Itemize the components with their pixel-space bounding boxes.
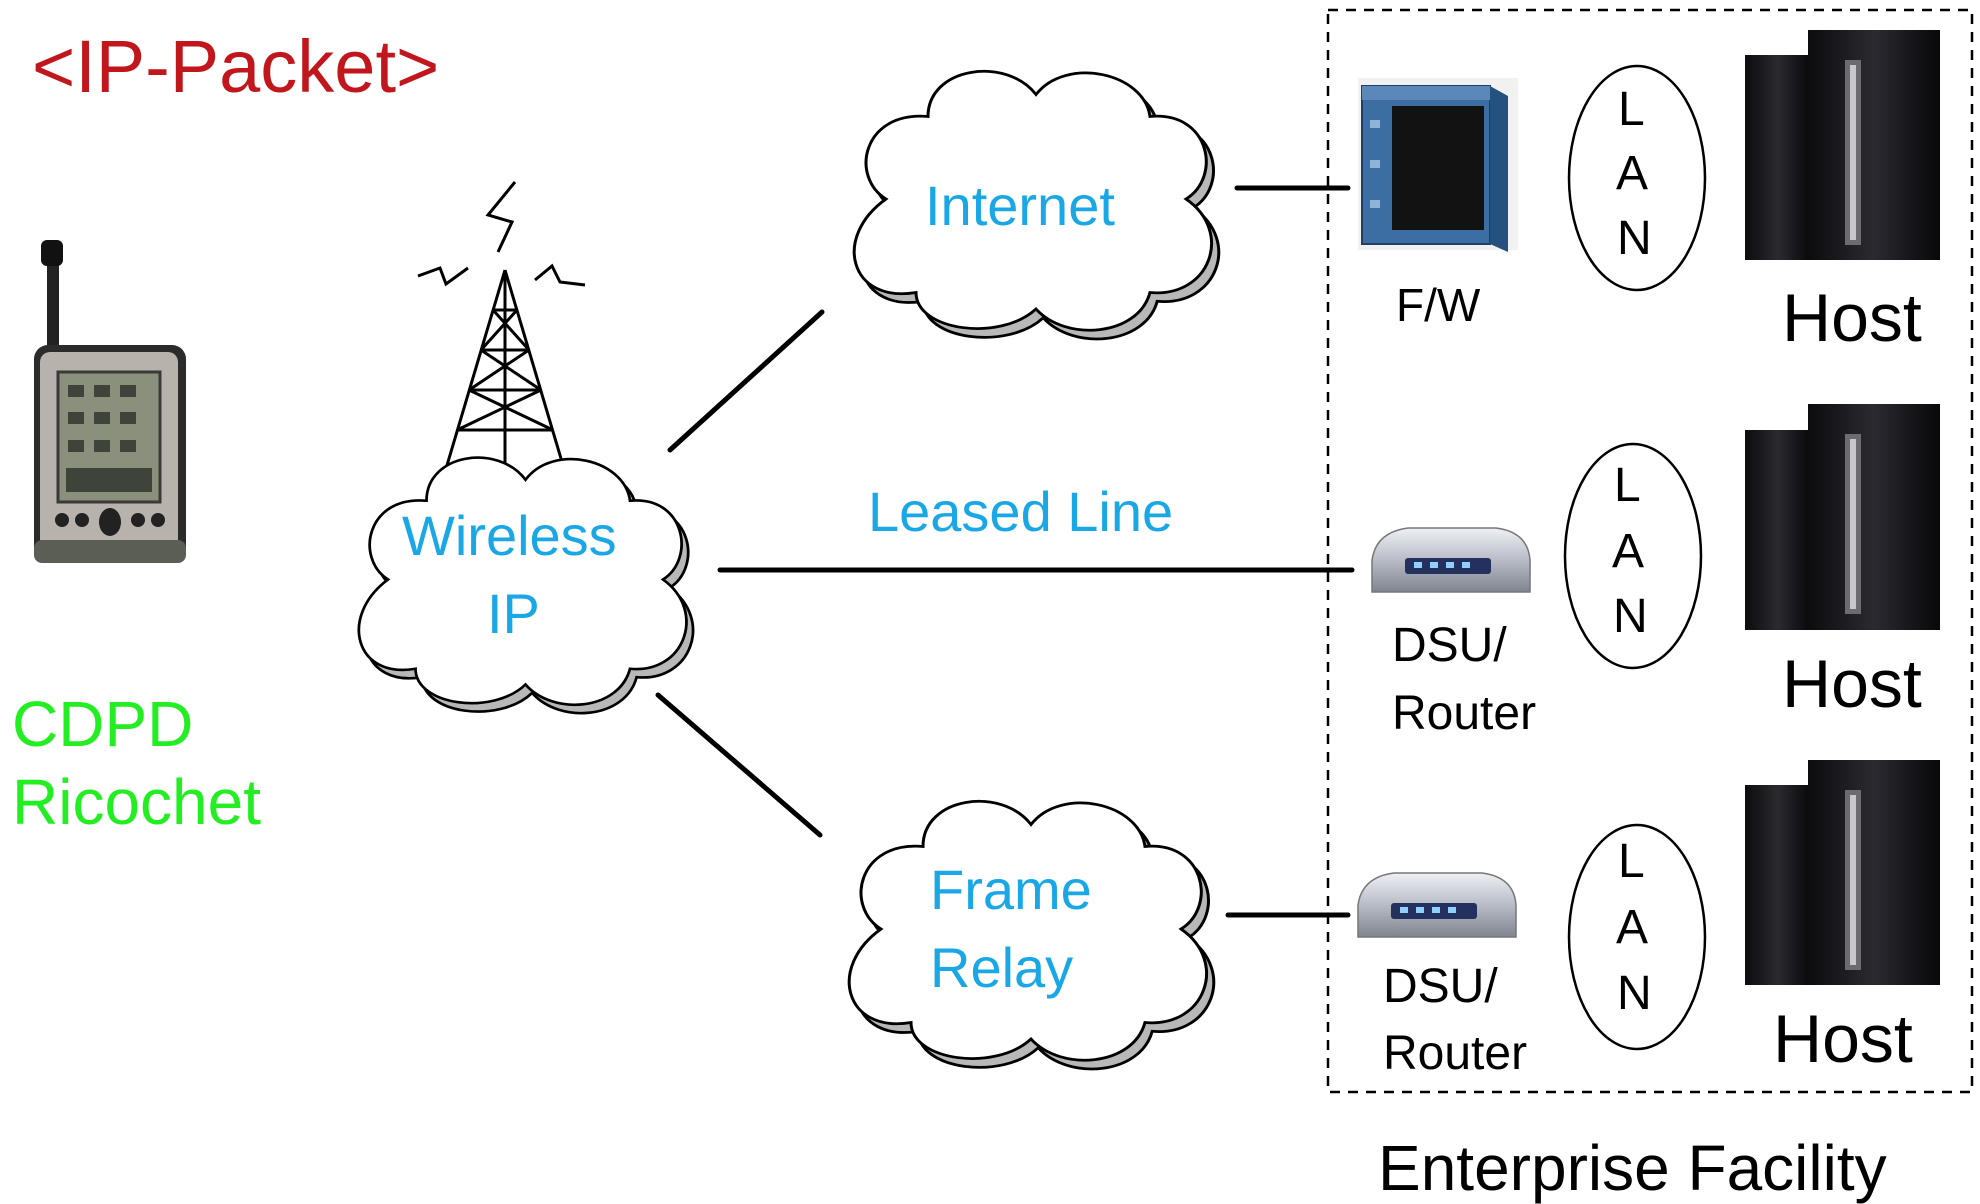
link-wireless-frame-relay [655, 692, 823, 838]
router-label-line2: Router [1383, 1027, 1528, 1080]
device-label-line2: Ricochet [12, 766, 261, 838]
lan-letter: A [1616, 901, 1649, 954]
frame-relay-label-line2: Relay [930, 936, 1074, 999]
host-label: Host [1782, 646, 1922, 722]
router-label-line1: DSU/ [1383, 960, 1498, 1013]
connection-lines [655, 185, 1355, 918]
host-label: Host [1773, 1001, 1913, 1077]
frame-relay-label-line1: Frame [930, 858, 1092, 921]
leased-line-label: Leased Line [868, 480, 1174, 543]
dsu-router-icon [1368, 525, 1536, 595]
lan-ellipse [1567, 64, 1707, 292]
lan-letter: N [1617, 212, 1652, 265]
wireless-ip-label-line2: IP [487, 582, 540, 645]
lan-letter: L [1618, 83, 1645, 136]
host-mainframe-icon [1745, 760, 1940, 985]
lan-letter: A [1612, 525, 1645, 578]
lan-letter: N [1617, 967, 1652, 1020]
wireless-ip-label-line1: Wireless [402, 504, 617, 567]
diagram-title: <IP-Packet> [32, 25, 440, 108]
handheld-device-icon [34, 240, 186, 563]
host-mainframe-icon [1745, 30, 1940, 260]
lan-ellipse [1563, 442, 1703, 670]
lan-ellipse [1567, 823, 1707, 1051]
router-label-line1: DSU/ [1392, 619, 1507, 672]
firewall-label: F/W [1396, 279, 1481, 331]
device-label-line1: CDPD [12, 688, 194, 760]
host-mainframe-icon [1745, 404, 1940, 630]
host-label: Host [1782, 280, 1922, 356]
enterprise-facility-label: Enterprise Facility [1378, 1132, 1887, 1204]
lan-letter: L [1618, 835, 1645, 888]
dsu-router-icon [1355, 870, 1520, 940]
lan-letter: N [1613, 590, 1648, 643]
internet-cloud-label: Internet [925, 174, 1115, 237]
router-label-line2: Router [1392, 687, 1537, 740]
link-wireless-internet [667, 309, 825, 453]
lan-letter: L [1614, 459, 1641, 512]
firewall-icon [1358, 78, 1518, 252]
lan-letter: A [1616, 147, 1649, 200]
antenna-tower-icon [417, 181, 586, 473]
